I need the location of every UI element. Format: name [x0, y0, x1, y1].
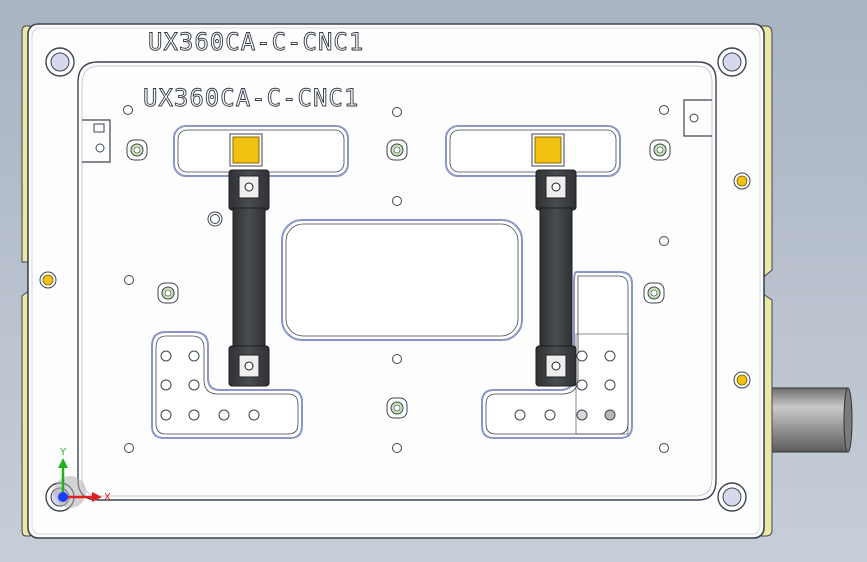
side-cylinder[interactable] [761, 387, 853, 453]
edge-pads [39, 172, 751, 389]
notch-features [82, 99, 712, 163]
center-window[interactable] [281, 219, 523, 341]
locator-pin-icon[interactable] [126, 139, 671, 419]
inner-part-label: UX360CA-C-CNC1 [143, 84, 359, 112]
axis-y-label: Y [59, 447, 67, 458]
right-clamp-bar[interactable] [535, 169, 577, 387]
loose-holes [123, 105, 669, 453]
left-clamp-bar[interactable] [228, 169, 270, 387]
axis-triad-icon: Y X [54, 447, 111, 508]
left-hole-grid [160, 350, 260, 421]
right-hole-grid [514, 350, 616, 421]
top-part-label: UX360CA-C-CNC1 [148, 28, 364, 56]
clamp-pads [229, 133, 565, 167]
axis-x-label: X [104, 492, 111, 503]
inner-step-outline [77, 61, 717, 501]
